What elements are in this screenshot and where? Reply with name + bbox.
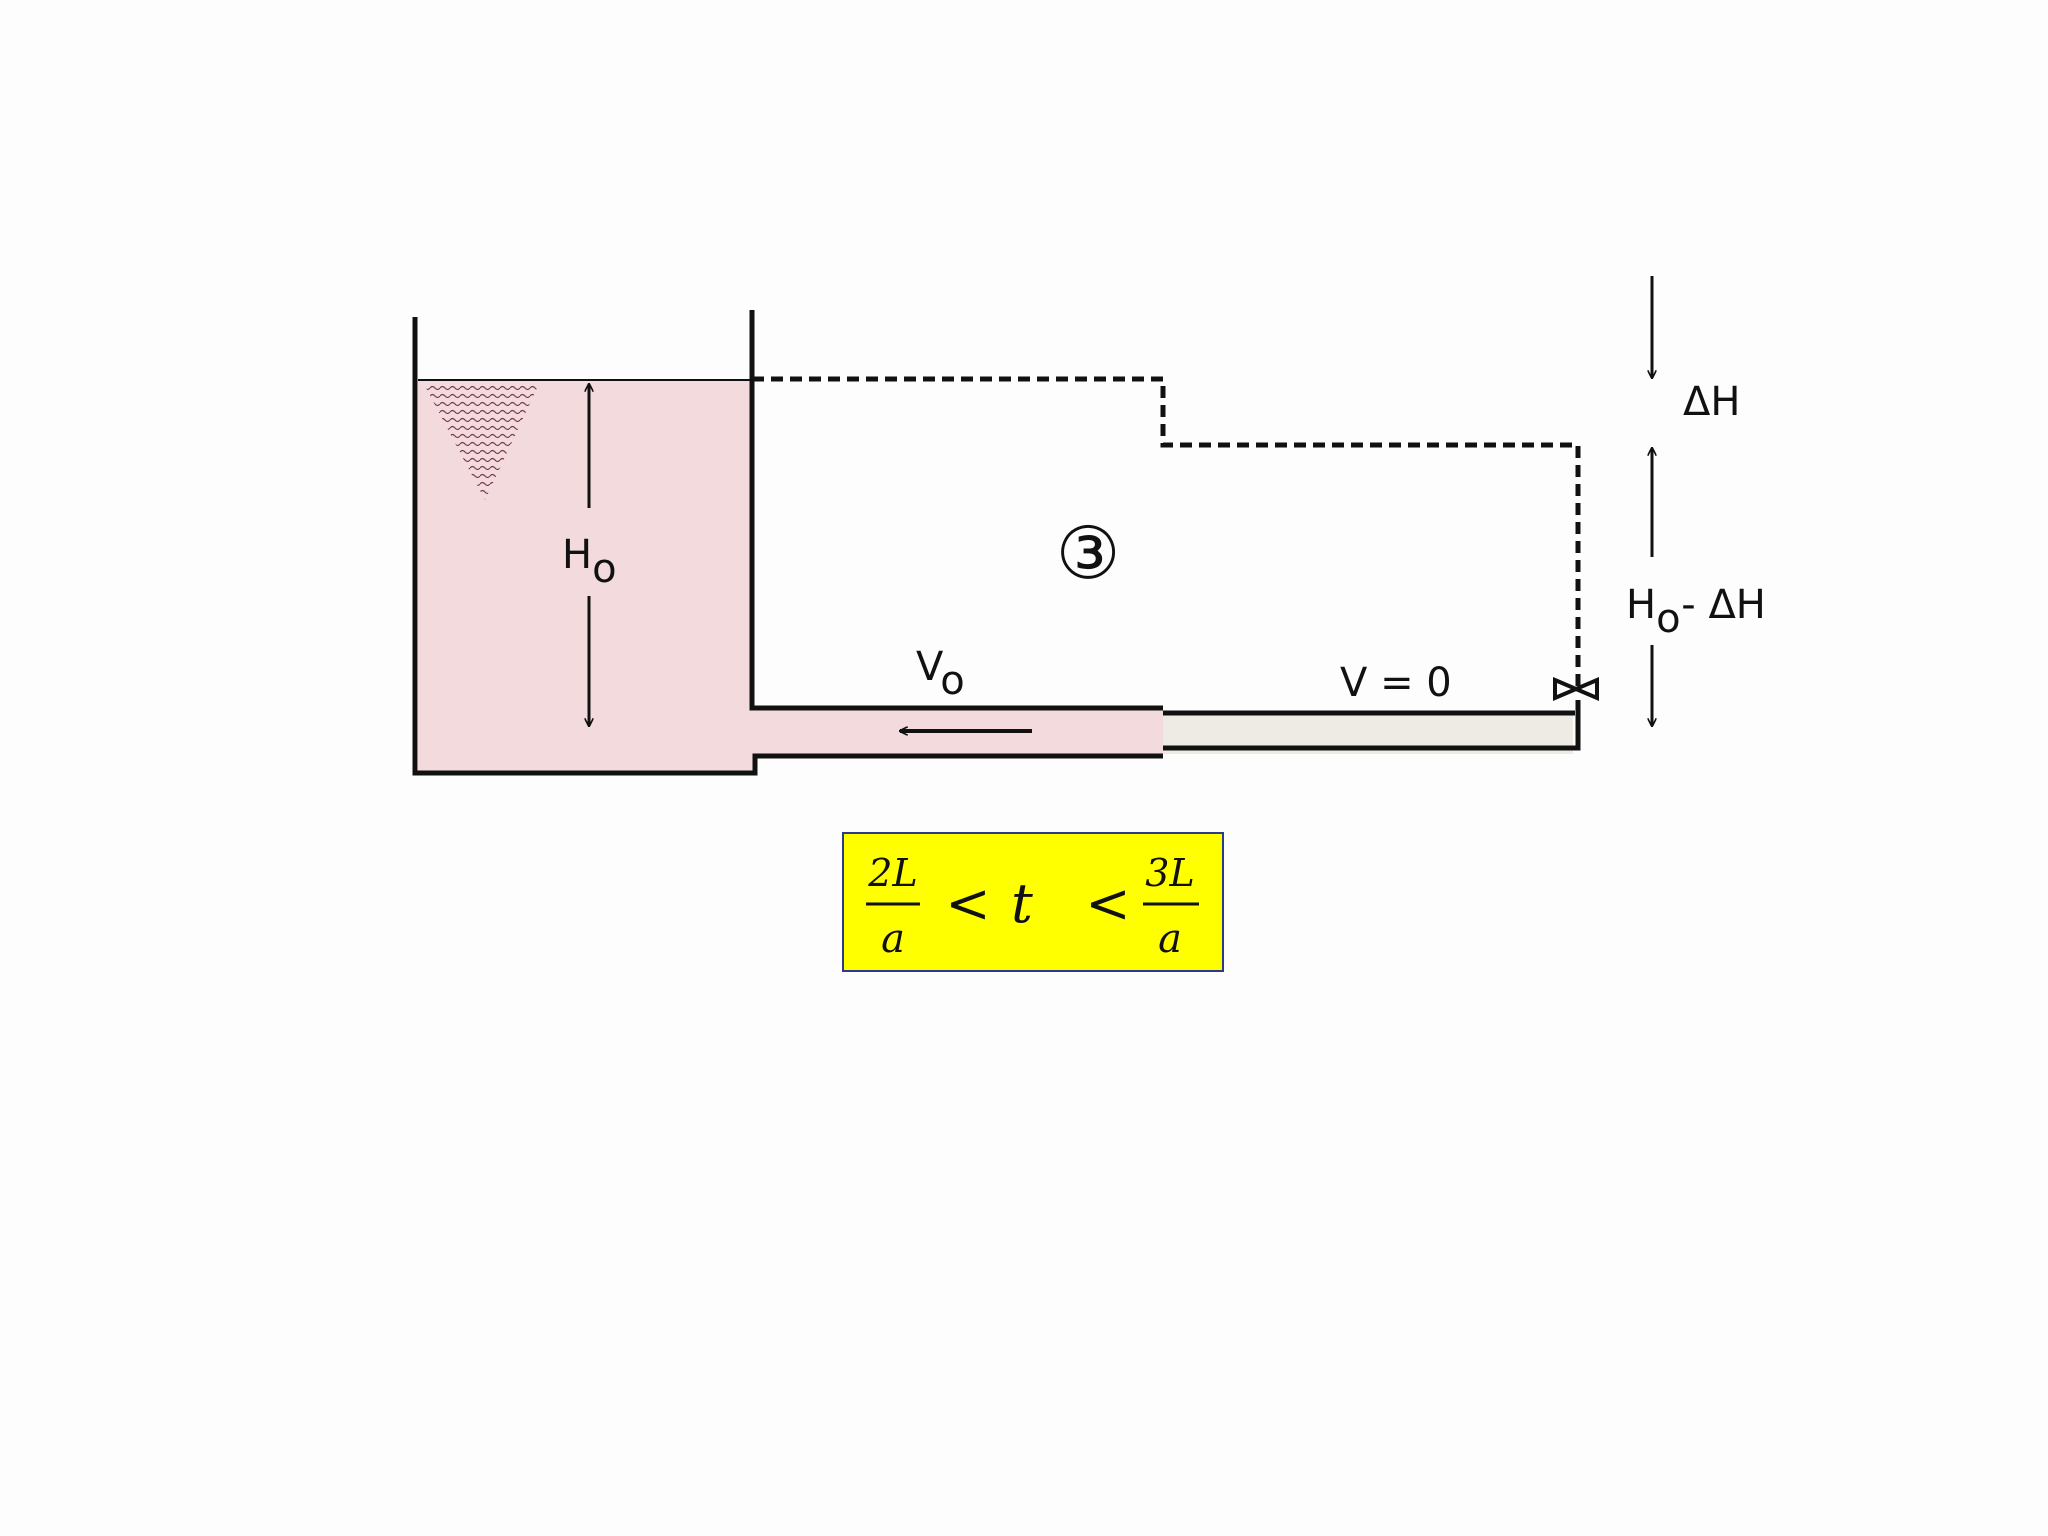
formula-less-than-1: < <box>945 872 990 935</box>
delta-h-label: ΔH <box>1683 379 1740 425</box>
formula-time-variable: t <box>1011 872 1033 935</box>
head-label: Ho <box>562 532 617 592</box>
formula-right-numerator: 3L <box>1145 851 1194 895</box>
pipe-compressed-section <box>1163 700 1581 751</box>
formula-left-denominator: a <box>881 916 905 962</box>
reservoir-right-wall <box>749 310 1163 711</box>
head-minus-delta-label: Ho- ΔH <box>1626 582 1766 642</box>
valve-icon <box>1553 676 1599 702</box>
formula-right-denominator: a <box>1158 916 1182 962</box>
water-ripple-icon <box>425 386 538 500</box>
hydraulic-grade-line <box>752 376 1581 690</box>
reservoir-wall <box>412 317 1163 776</box>
time-interval-formula: 2L a < t < 3L a <box>842 832 1224 972</box>
formula-box <box>842 832 1224 972</box>
stage-number: ③ <box>1056 511 1121 595</box>
formula-less-than-2: < <box>1085 872 1130 935</box>
velocity-label: Vo <box>916 644 965 704</box>
zero-velocity-label: V = 0 <box>1340 660 1452 706</box>
formula-left-numerator: 2L <box>867 851 917 895</box>
